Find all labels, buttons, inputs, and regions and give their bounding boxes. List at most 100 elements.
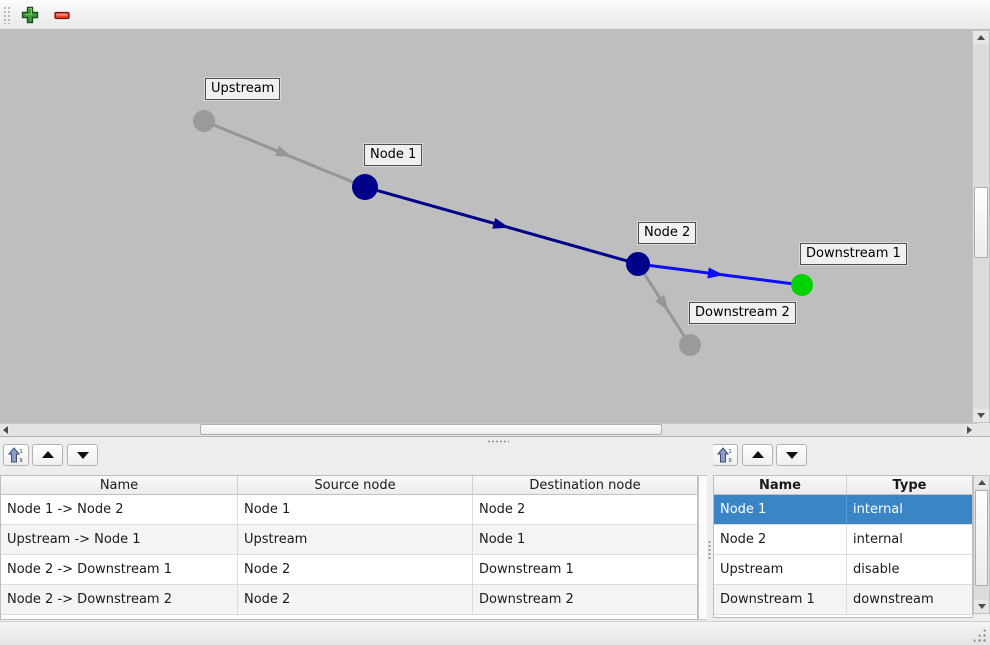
cell-node-type[interactable]: internal (853, 532, 903, 547)
cell-edge-name[interactable]: Upstream -> Node 1 (1, 525, 238, 554)
graph-node-downstream2[interactable] (679, 334, 701, 356)
node-table-row-selected[interactable]: Node 1 internal (714, 495, 972, 525)
graph-canvas[interactable]: Upstream Node 1 Node 2 Downstream 1 Down… (0, 30, 972, 423)
edge-header-destination[interactable]: Destination node (529, 477, 641, 493)
edge-move-up-button[interactable] (32, 444, 63, 466)
splitter-grip-icon (487, 440, 509, 443)
scroll-up-button[interactable] (973, 31, 989, 44)
node-label-node1[interactable]: Node 1 (364, 144, 423, 166)
node-label-downstream1[interactable]: Downstream 1 (800, 243, 907, 265)
graph-node-downstream1[interactable] (791, 274, 813, 296)
svg-text:1: 1 (20, 449, 23, 455)
arrowhead-icon (655, 294, 669, 312)
node-header-name[interactable]: Name (714, 476, 847, 494)
edge-table-row[interactable]: Node 2 -> Downstream 1 Node 2 Downstream… (1, 555, 697, 585)
edge-table-row[interactable]: Upstream -> Node 1 Upstream Node 1 (1, 525, 697, 555)
svg-text:9: 9 (20, 458, 23, 463)
edge-table-row[interactable]: Node 1 -> Node 2 Node 1 Node 2 (1, 495, 697, 525)
node-table-row[interactable]: Downstream 1 downstream (714, 585, 972, 615)
cell-edge-destination[interactable]: Downstream 1 (479, 562, 574, 577)
node-table-row[interactable]: Upstream disable (714, 555, 972, 585)
arrowhead-icon (492, 218, 510, 229)
scroll-up-button[interactable] (974, 476, 989, 489)
node-table-scroll-thumb[interactable] (975, 490, 988, 586)
scroll-down-button[interactable] (973, 409, 989, 422)
cell-edge-name[interactable]: Node 2 -> Downstream 2 (1, 585, 238, 614)
edge-table-header: Name Source node Destination node (1, 476, 697, 495)
scrollbar-corner (977, 423, 990, 437)
add-button[interactable] (20, 5, 40, 25)
cell-node-name[interactable]: Downstream 1 (714, 585, 847, 614)
canvas-horizontal-scrollbar[interactable] (0, 423, 977, 437)
sort-ascending-icon: 1 9 (7, 447, 23, 463)
cell-node-name[interactable]: Node 2 (714, 525, 847, 554)
arrow-up-icon (977, 35, 985, 40)
graph-node-upstream[interactable] (193, 110, 215, 132)
cell-node-name[interactable]: Upstream (714, 555, 847, 584)
edge-header-source[interactable]: Source node (238, 476, 473, 494)
cell-edge-name[interactable]: Node 2 -> Downstream 1 (1, 555, 238, 584)
cell-node-name[interactable]: Node 1 (714, 495, 847, 524)
vertical-splitter[interactable] (707, 445, 713, 621)
edge-table-row[interactable]: Node 2 -> Downstream 2 Node 2 Downstream… (1, 585, 697, 615)
cell-edge-source[interactable]: Node 1 (238, 495, 473, 524)
graph-node-node2[interactable] (626, 252, 650, 276)
sort-ascending-icon: 1 9 (716, 447, 732, 463)
edge-move-down-button[interactable] (67, 444, 98, 466)
graph-svg (193, 110, 813, 356)
cell-node-type[interactable]: downstream (853, 592, 934, 607)
cell-edge-name[interactable]: Node 1 -> Node 2 (1, 495, 238, 524)
window-resize-grip[interactable] (972, 628, 986, 642)
svg-text:9: 9 (729, 458, 732, 463)
triangle-up-icon (751, 451, 764, 458)
graph-node-node1[interactable] (352, 174, 378, 200)
triangle-down-icon (785, 452, 798, 459)
toolbar-drag-handle[interactable] (3, 6, 11, 24)
scroll-down-button[interactable] (974, 600, 989, 613)
node-label-node2[interactable]: Node 2 (638, 222, 697, 244)
arrow-right-icon (967, 426, 972, 434)
splitter-grip-icon (708, 540, 711, 560)
arrow-left-icon (3, 426, 8, 434)
cell-edge-source[interactable]: Node 2 (238, 585, 473, 614)
horizontal-splitter[interactable] (0, 438, 990, 445)
cell-edge-source[interactable]: Node 2 (238, 555, 473, 584)
horizontal-scroll-thumb[interactable] (200, 424, 662, 435)
node-header-type[interactable]: Type (892, 477, 927, 493)
edge-header-name[interactable]: Name (1, 476, 238, 494)
edge-sort-button[interactable]: 1 9 (3, 444, 29, 466)
cell-edge-destination[interactable]: Node 2 (479, 502, 526, 517)
edge-table: Name Source node Destination node Node 1… (0, 475, 698, 620)
scroll-right-button[interactable] (963, 424, 976, 436)
main-toolbar (0, 0, 990, 30)
arrow-down-icon (977, 604, 986, 609)
node-sort-button[interactable]: 1 9 (712, 444, 738, 466)
node-table-header: Name Type (714, 476, 972, 495)
cell-node-type[interactable]: disable (853, 562, 900, 577)
cell-edge-destination[interactable]: Downstream 2 (479, 592, 574, 607)
node-label-downstream2[interactable]: Downstream 2 (689, 302, 796, 324)
node-label-upstream[interactable]: Upstream (205, 78, 281, 100)
arrowhead-icon (707, 267, 724, 279)
arrow-down-icon (977, 413, 985, 418)
triangle-down-icon (76, 452, 89, 459)
cell-node-type[interactable]: internal (853, 502, 903, 517)
red-minus-icon (54, 11, 70, 20)
node-move-up-button[interactable] (742, 444, 773, 466)
node-move-down-button[interactable] (776, 444, 807, 466)
vertical-scroll-thumb[interactable] (974, 187, 988, 258)
node-table-scrollbar[interactable] (973, 475, 990, 614)
arrowhead-icon (275, 145, 292, 158)
cell-edge-source[interactable]: Upstream (238, 525, 473, 554)
scroll-left-button[interactable] (0, 424, 11, 436)
triangle-up-icon (41, 451, 54, 458)
cell-edge-destination[interactable]: Node 1 (479, 532, 526, 547)
status-bar (0, 621, 990, 645)
remove-button[interactable] (52, 5, 72, 25)
arrow-up-icon (977, 480, 986, 485)
svg-text:1: 1 (729, 449, 732, 455)
node-table-row[interactable]: Node 2 internal (714, 525, 972, 555)
green-plus-icon (21, 6, 39, 24)
canvas-vertical-scrollbar[interactable] (972, 30, 990, 423)
node-table: Name Type Node 1 internal Node 2 interna… (713, 475, 973, 618)
